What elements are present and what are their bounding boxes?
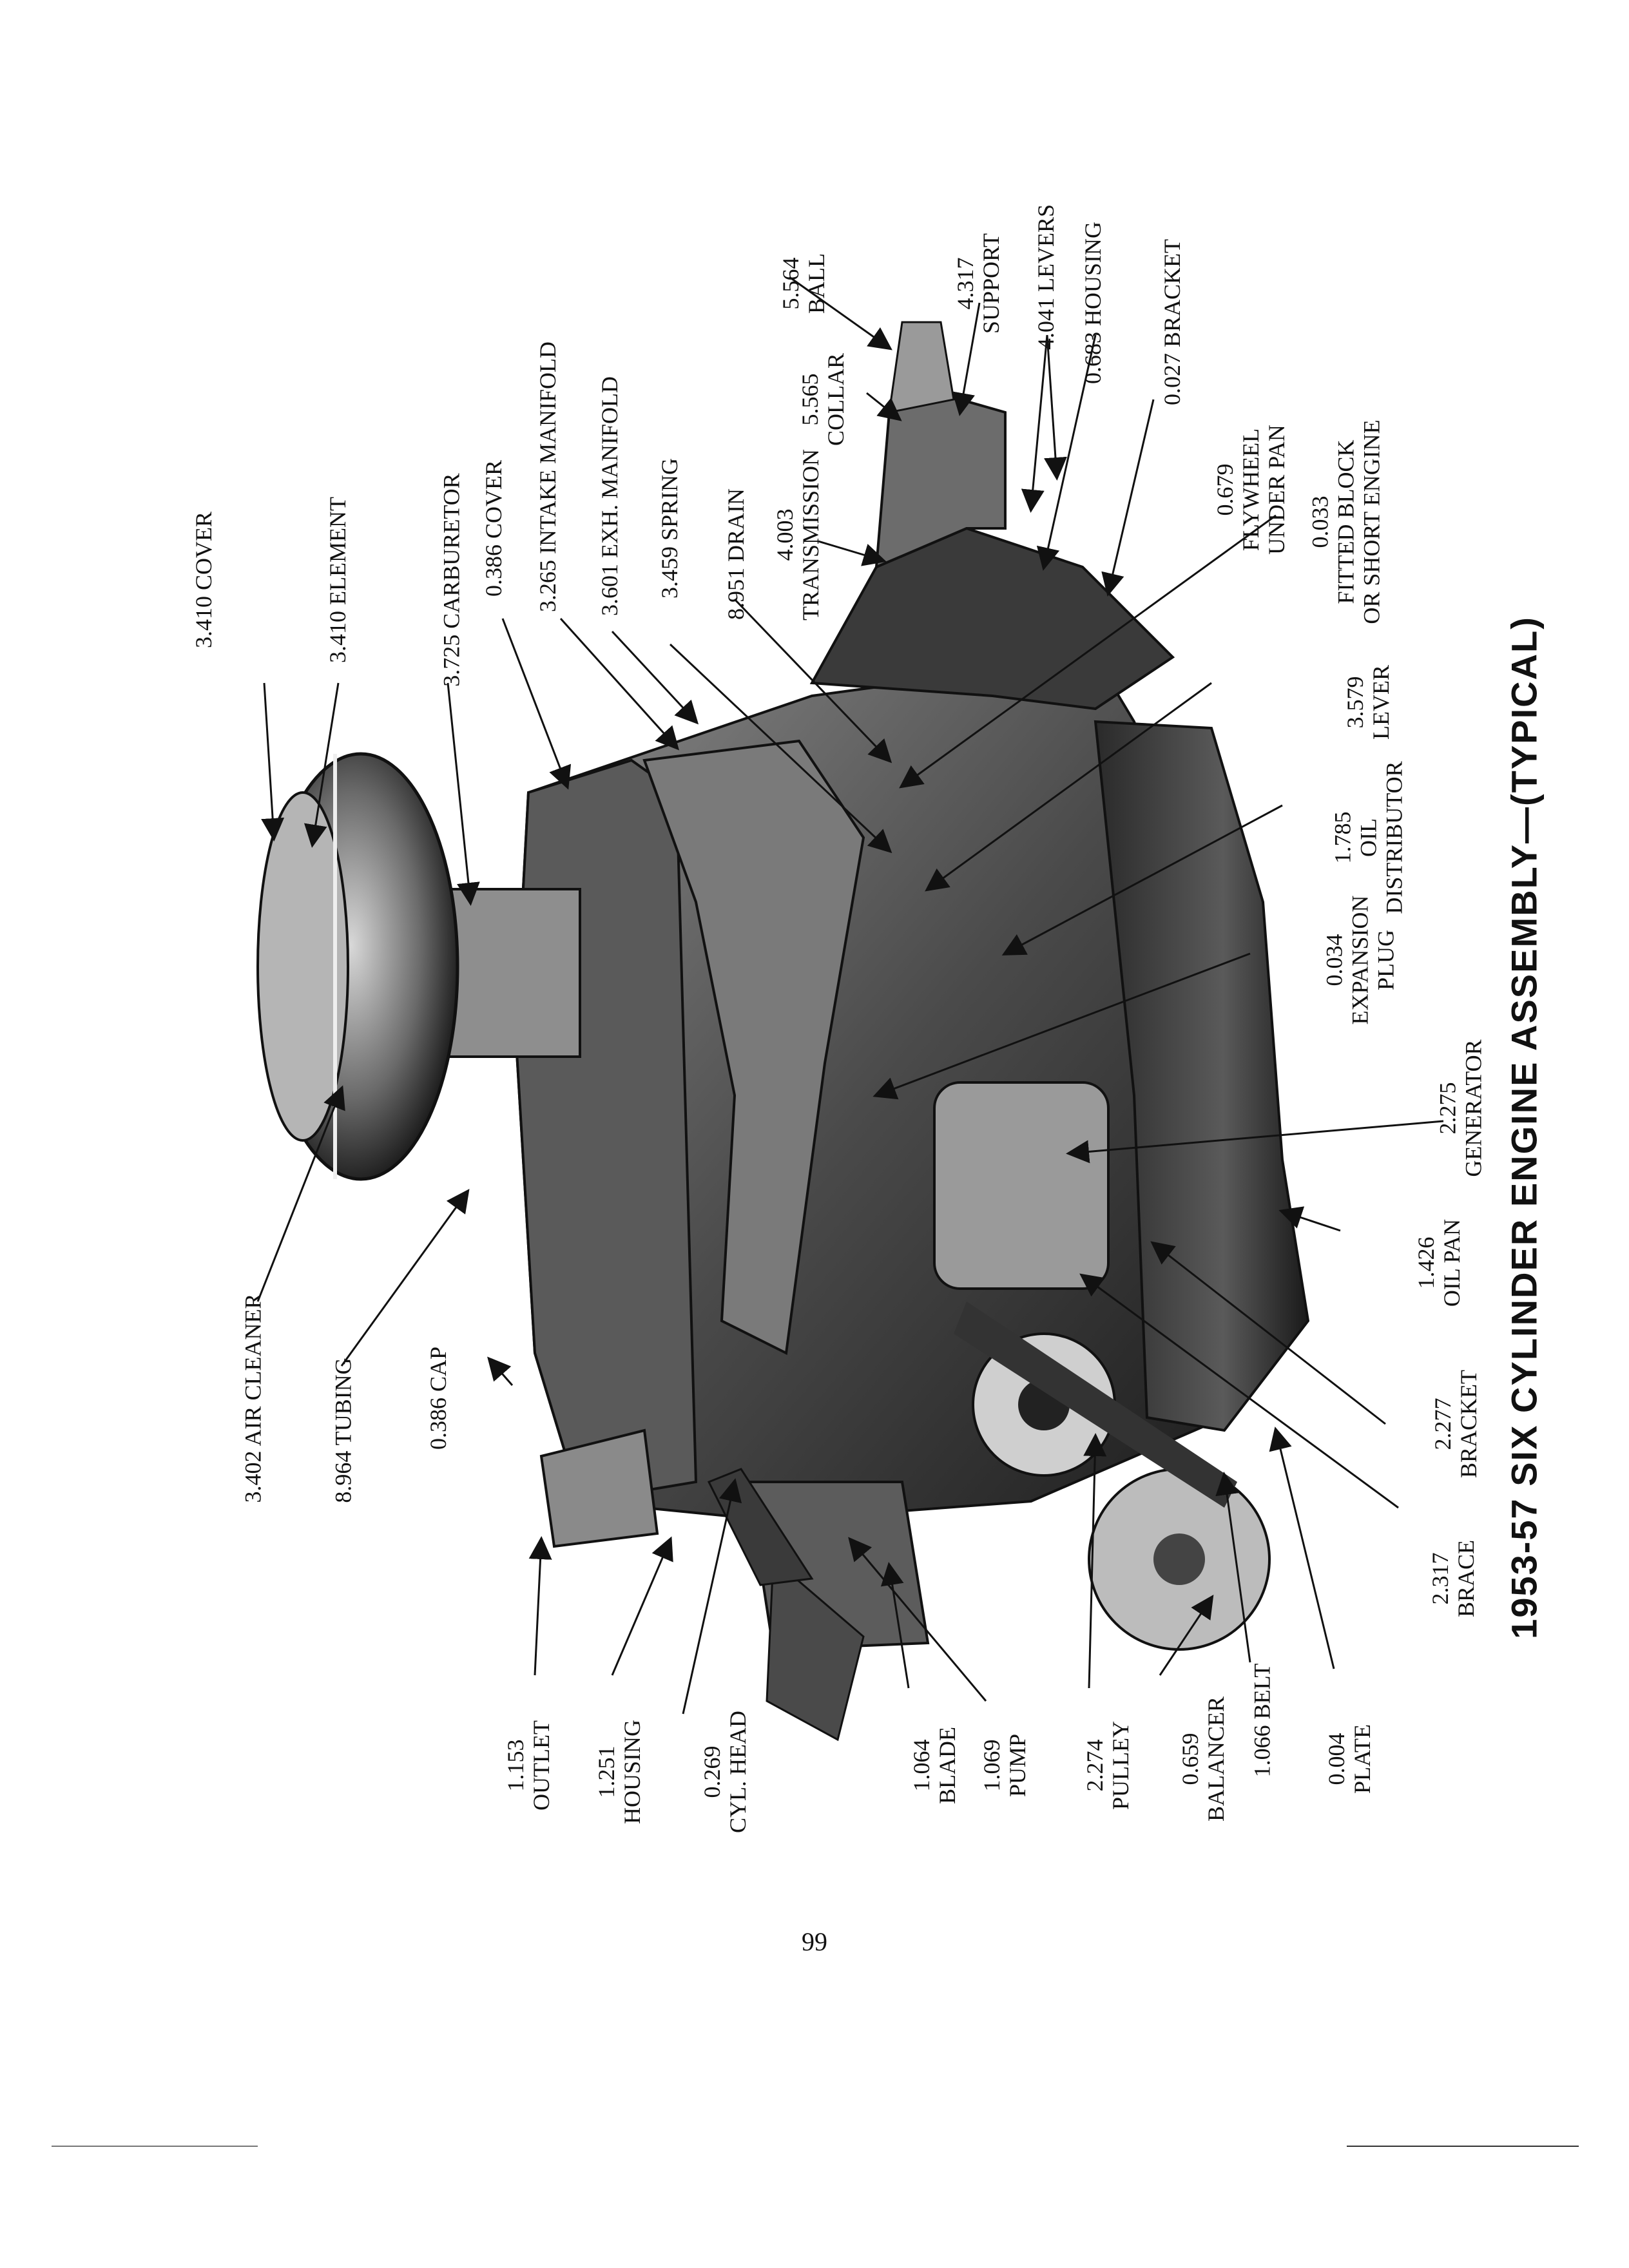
label-carburetor: 3.725 CARBURETOR — [438, 473, 465, 687]
engine-illustration — [256, 321, 1310, 1742]
leader-lines — [256, 276, 1444, 1715]
label-cap: 0.386 CAP — [425, 1346, 452, 1450]
label-drain: 8.951 DRAIN — [723, 488, 749, 620]
scan-divider-right — [1347, 2146, 1579, 2147]
label-tubing: 8.964 TUBING — [330, 1358, 356, 1503]
label-exh-manifold: 3.601 EXH. MANIFOLD — [597, 376, 622, 616]
page-title: 1953-57 SIX CYLINDER ENGINE ASSEMBLY—(TY… — [1503, 616, 1545, 1639]
scan-divider-left — [52, 2146, 258, 2147]
label-air-cleaner: 3.402 AIR CLEANER — [240, 1293, 266, 1503]
label-spring: 3.459 SPRING — [657, 457, 683, 599]
label-intake-manifold: 3.265 INTAKE MANIFOLD — [535, 341, 561, 613]
label-bracket-0027: 0.027 BRACKET — [1159, 238, 1186, 406]
label-housing-0683: 0.683 HOUSING — [1080, 222, 1106, 384]
label-cover-0386: 0.386 COVER — [481, 459, 507, 597]
label-belt: 1.066 BELT — [1249, 1663, 1275, 1778]
label-cover-3410: 3.410 COVER — [191, 511, 217, 649]
label-element: 3.410 ELEMENT — [324, 497, 351, 663]
label-levers: 4.041 LEVERS — [1033, 204, 1059, 351]
page-number: 99 — [802, 1927, 827, 1956]
